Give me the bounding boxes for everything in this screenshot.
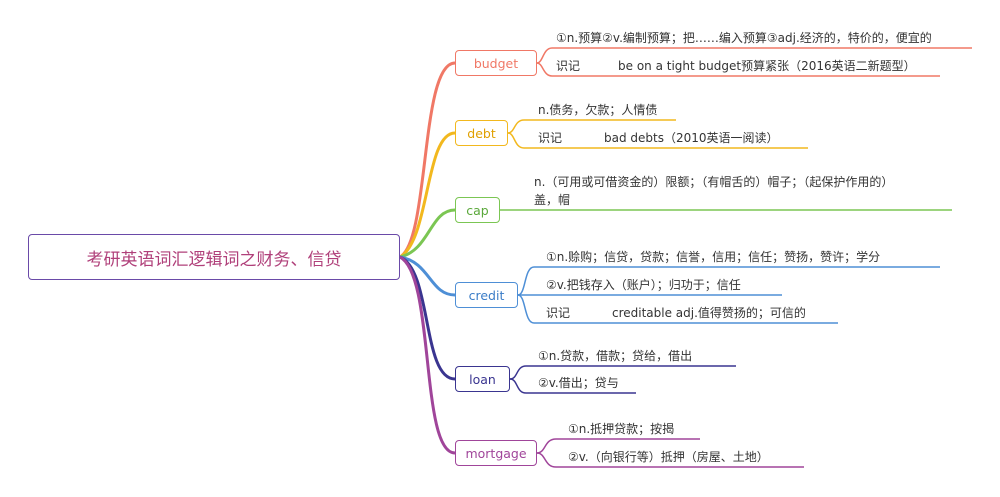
branch-credit[interactable]: credit bbox=[455, 282, 518, 308]
branch-loan[interactable]: loan bbox=[455, 366, 510, 392]
connector-debt bbox=[399, 131, 456, 259]
branch-mortgage[interactable]: mortgage bbox=[455, 440, 537, 466]
branch-budget[interactable]: budget bbox=[455, 50, 537, 76]
cap-definition-line2[interactable]: 盖，帽 bbox=[534, 193, 571, 207]
loan-sub-2 bbox=[509, 378, 636, 394]
branch-debt[interactable]: debt bbox=[455, 120, 508, 146]
budget-memo-label[interactable]: 识记 bbox=[556, 59, 581, 73]
mortgage-sub-2 bbox=[536, 452, 804, 468]
root-topic[interactable]: 考研英语词汇逻辑词之财务、信贷 bbox=[28, 234, 400, 280]
debt-sub-1 bbox=[507, 119, 676, 134]
credit-definition-verb[interactable]: ②v.把钱存入（账户）；归功于；信任 bbox=[546, 278, 741, 292]
loan-definition-noun[interactable]: ①n.贷款，借款；贷给，借出 bbox=[538, 349, 693, 363]
debt-definition[interactable]: n.债务，欠款；人情债 bbox=[538, 103, 658, 117]
mortgage-sub-1 bbox=[536, 438, 700, 454]
debt-memo[interactable]: bad debts（2010英语一阅读） bbox=[604, 131, 779, 145]
budget-memo[interactable]: be on a tight budget预算紧张（2016英语二新题型） bbox=[618, 59, 916, 73]
credit-sub-1 bbox=[517, 266, 940, 296]
credit-sub-3 bbox=[517, 294, 838, 324]
loan-sub-1 bbox=[509, 365, 736, 380]
budget-sub-2 bbox=[536, 62, 940, 77]
loan-definition-verb[interactable]: ②v.借出；贷与 bbox=[538, 376, 619, 390]
credit-memo-label[interactable]: 识记 bbox=[546, 306, 571, 320]
budget-sub-1 bbox=[536, 47, 972, 64]
connector-cap bbox=[399, 208, 456, 259]
connector-mortgage bbox=[399, 255, 456, 455]
branch-cap[interactable]: cap bbox=[455, 197, 500, 223]
mortgage-definition-verb[interactable]: ②v.（向银行等）抵押（房屋、土地） bbox=[568, 450, 769, 464]
debt-sub-2 bbox=[507, 132, 808, 149]
budget-definition[interactable]: ①n.预算②v.编制预算；把……编入预算③adj.经济的，特价的，便宜的 bbox=[556, 31, 932, 45]
connector-credit bbox=[399, 255, 456, 297]
credit-definition-noun[interactable]: ①n.赊购；信贷，贷款；信誉，信用；信任；赞扬，赞许；学分 bbox=[546, 250, 881, 264]
credit-memo[interactable]: creditable adj.值得赞扬的；可信的 bbox=[612, 306, 806, 320]
cap-definition-line1[interactable]: n.（可用或可借资金的）限额；（有帽舌的）帽子；（起保护作用的） bbox=[534, 175, 894, 189]
connector-budget bbox=[399, 61, 456, 259]
debt-memo-label[interactable]: 识记 bbox=[538, 131, 563, 145]
mortgage-definition-noun[interactable]: ①n.抵押贷款；按揭 bbox=[568, 422, 675, 436]
